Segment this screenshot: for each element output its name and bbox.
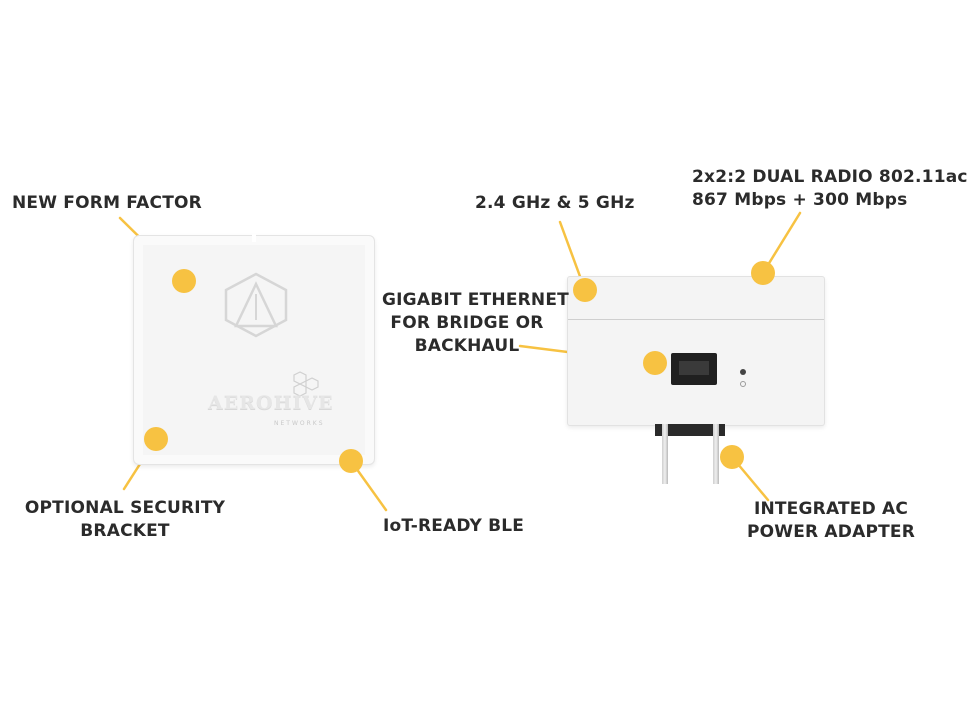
label-ethernet-line1: GIGABIT ETHERNET [382,290,569,310]
reset-button-icon [740,381,746,387]
callout-dot-security [144,427,168,451]
plug-base [655,424,725,436]
label-iot: IoT-READY BLE [383,516,525,536]
label-radio-line1: 2x2:2 DUAL RADIO 802.11ac [692,167,968,187]
ethernet-port-icon [671,353,717,385]
label-security-line1: OPTIONAL SECURITY [24,498,226,518]
device-brand-sub: NETWORKS [274,420,325,427]
plug-prong-left [662,424,668,484]
label-ethernet: GIGABIT ETHERNET FOR BRIDGE OR BACKHAUL [382,289,569,358]
label-security: OPTIONAL SECURITY BRACKET [20,497,230,543]
callout-dot-iot [339,449,363,473]
plug-prong-right [713,424,719,484]
device-notch [252,234,256,242]
label-dual-band: 2.4 GHz & 5 GHz [475,193,635,213]
callout-dot-power [720,445,744,469]
label-new-form-factor: NEW FORM FACTOR [12,193,202,213]
device-brand: AEROHIVE [208,392,334,414]
callout-dot-form-factor [172,269,196,293]
device-side-view [567,276,825,426]
label-power-line2: POWER ADAPTER [746,522,916,542]
label-radio: 2x2:2 DUAL RADIO 802.11ac 867 Mbps + 300… [692,166,968,212]
device-seam [568,319,824,320]
callout-dot-radio [751,261,775,285]
callout-dot-ethernet [643,351,667,375]
label-radio-line2: 867 Mbps + 300 Mbps [692,190,908,210]
callout-dot-dual-band [573,278,597,302]
label-security-line2: BRACKET [80,521,170,541]
ethernet-port-pins [679,361,709,375]
label-power: INTEGRATED AC POWER ADAPTER [745,498,917,544]
label-ethernet-line2: FOR BRIDGE OR [390,313,544,333]
status-led [740,369,746,375]
label-power-line1: INTEGRATED AC [753,499,909,519]
label-ethernet-line3: BACKHAUL [414,336,520,356]
device-front-view: AEROHIVE NETWORKS [133,234,375,465]
aerohive-logo-icon [224,272,288,338]
honeycomb-icon [293,371,319,397]
